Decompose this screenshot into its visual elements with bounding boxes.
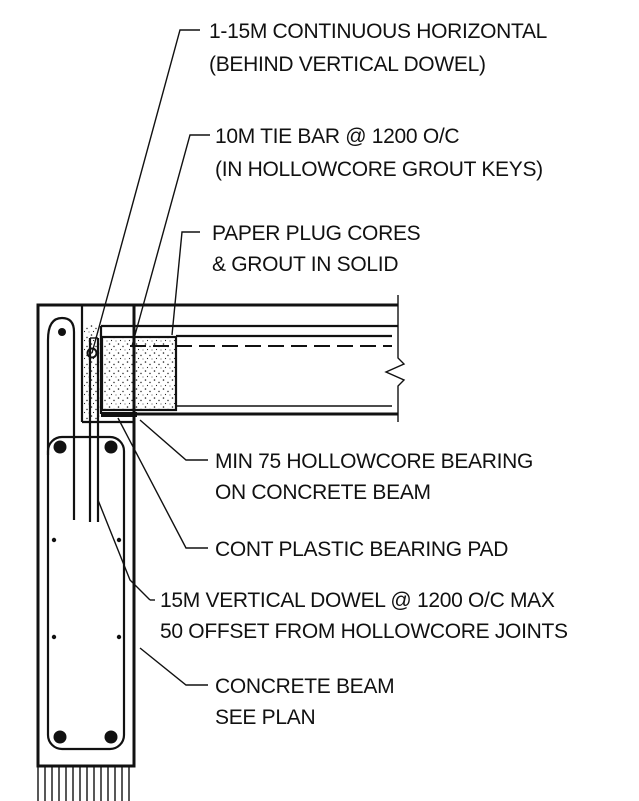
main-reinforcing-bars (53, 440, 118, 744)
side-bars (51, 537, 122, 640)
note-vertical-dowel: 15M VERTICAL DOWEL @ 1200 O/C MAX 50 OFF… (160, 589, 568, 643)
hollowcore-slab (82, 295, 406, 422)
grout-fill (84, 325, 176, 420)
leader-vertical-dowel (97, 499, 155, 601)
leader-paper-plug (171, 231, 200, 336)
note-horizontal-bar: 1-15M CONTINUOUS HORIZONTAL (BEHIND VERT… (209, 20, 552, 76)
note-paper-plug: PAPER PLUG CORES & GROUT IN SOLID (212, 222, 426, 276)
note-bearing-pad: CONT PLASTIC BEARING PAD (215, 538, 508, 561)
note-concrete-beam: CONCRETE BEAM SEE PLAN (215, 675, 400, 729)
bearing-pad (101, 412, 137, 417)
leader-horizontal-bar (91, 29, 200, 354)
support-hatch (37, 766, 130, 801)
note-tie-bar: 10M TIE BAR @ 1200 O/C (IN HOLLOWCORE GR… (215, 125, 543, 181)
beam-stirrup (46, 316, 126, 751)
leader-tie-bar (131, 134, 210, 347)
leader-concrete-beam (139, 647, 208, 686)
leader-bearing-pad (117, 417, 208, 549)
note-bearing: MIN 75 HOLLOWCORE BEARING ON CONCRETE BE… (215, 450, 539, 504)
leader-bearing (139, 419, 208, 461)
